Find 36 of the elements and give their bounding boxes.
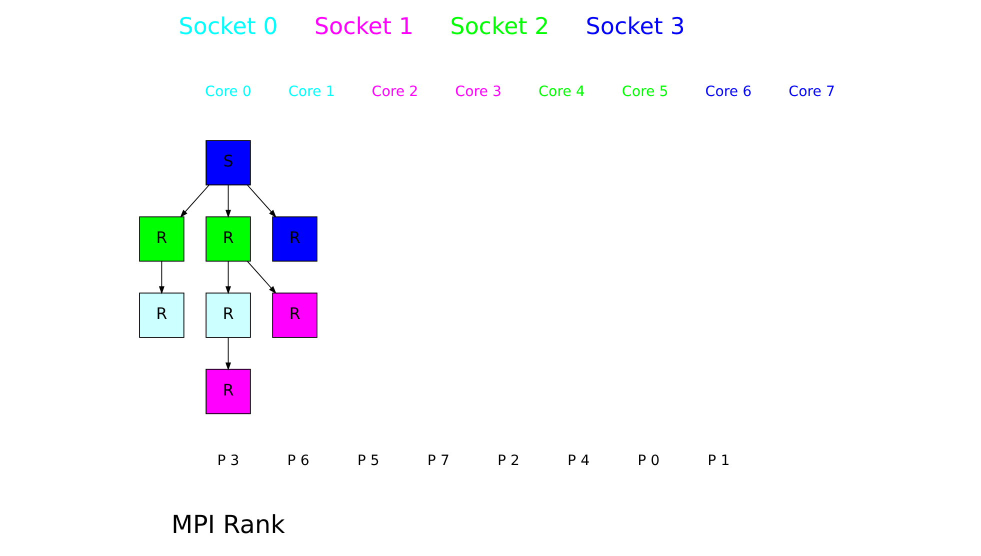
arrow bbox=[224, 260, 231, 294]
arrow bbox=[180, 184, 209, 218]
label: P 5 bbox=[356, 452, 379, 469]
label: Core 5 bbox=[621, 84, 668, 100]
label: P 2 bbox=[496, 452, 520, 469]
label: P 7 bbox=[426, 452, 449, 469]
arrow bbox=[224, 337, 231, 370]
label: Socket 3 bbox=[585, 14, 684, 40]
label: P 1 bbox=[707, 452, 730, 469]
label: Core 2 bbox=[371, 84, 418, 100]
label: Core 1 bbox=[288, 84, 334, 100]
label: Core 7 bbox=[788, 84, 835, 100]
label: P 0 bbox=[637, 452, 660, 469]
label: Core 0 bbox=[204, 84, 251, 100]
label: Socket 0 bbox=[178, 14, 278, 40]
node-box: R bbox=[272, 292, 317, 338]
node-box: R bbox=[205, 216, 250, 262]
label: P 6 bbox=[286, 452, 309, 469]
arrow bbox=[224, 184, 231, 218]
node-box: R bbox=[205, 368, 250, 414]
label: Core 4 bbox=[538, 84, 584, 100]
node-box: R bbox=[272, 216, 317, 262]
label: Core 3 bbox=[454, 84, 502, 100]
arrow bbox=[158, 260, 164, 294]
label: P 4 bbox=[567, 452, 590, 469]
arrow bbox=[246, 184, 276, 218]
arrow bbox=[246, 260, 276, 294]
node-box: R bbox=[138, 216, 184, 262]
label: Socket 1 bbox=[314, 14, 414, 40]
label: P 3 bbox=[216, 452, 239, 469]
node-box: R bbox=[205, 292, 250, 338]
label: Socket 2 bbox=[450, 14, 549, 40]
label: MPI Rank bbox=[170, 510, 285, 539]
label: Core 6 bbox=[704, 84, 752, 100]
node-box: S bbox=[205, 140, 250, 186]
node-box: R bbox=[138, 292, 184, 338]
